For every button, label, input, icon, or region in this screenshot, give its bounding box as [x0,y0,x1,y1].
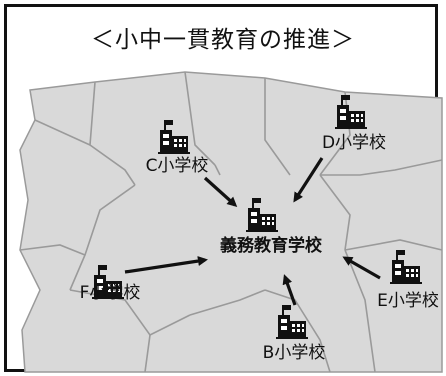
school-label-d: D小学校 [322,133,386,153]
arrows [124,157,381,306]
school-label-f: F小学校 [80,283,141,303]
center-school-label: 義務教育学校 [220,235,323,256]
diagram-title: ＜小中一貫教育の推進＞ [91,27,355,53]
arrow-c [203,176,238,208]
arrow-d [293,157,324,203]
school-label-e: E小学校 [377,291,439,311]
arrow-f [124,256,208,274]
school-label-b: B小学校 [263,343,326,363]
arrow-e [342,256,381,280]
arrow-b [282,274,297,306]
school-label-c: C小学校 [146,156,209,176]
map-regions [19,71,443,373]
